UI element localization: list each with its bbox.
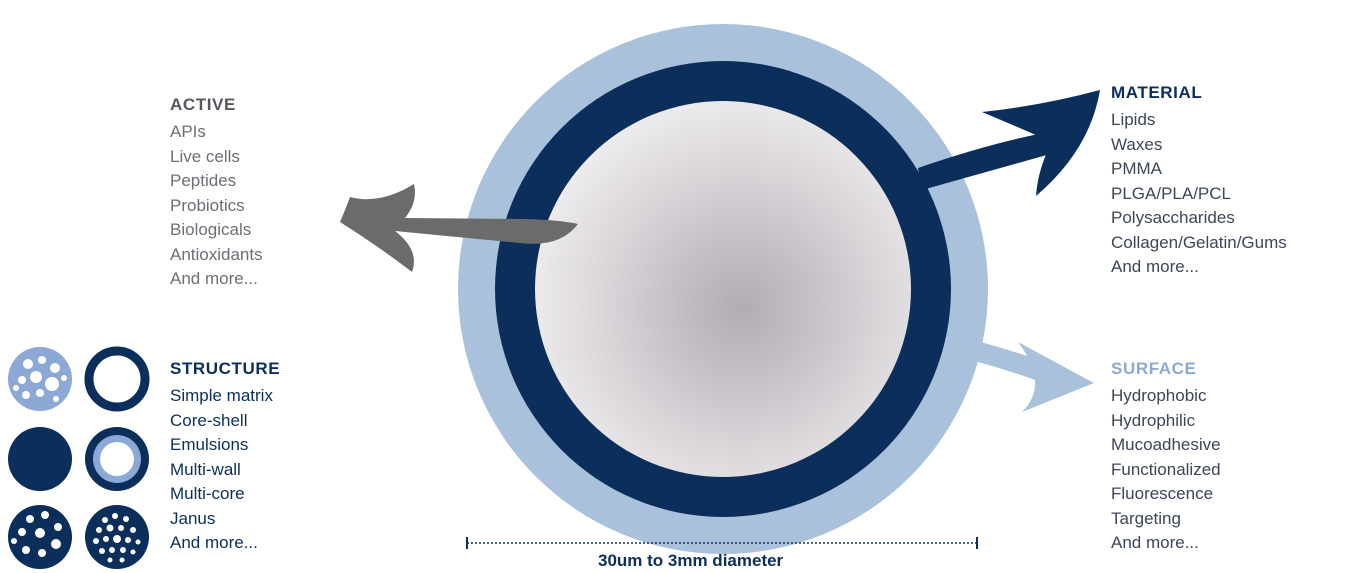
surface-item: Targeting [1111, 507, 1221, 532]
material-item: And more... [1111, 255, 1287, 280]
particle-core [535, 101, 911, 477]
structure-item: Janus [170, 507, 280, 532]
janus-icon [85, 505, 149, 569]
surface-item: And more... [1111, 531, 1221, 556]
multi-core-icon [8, 505, 72, 569]
active-item: Peptides [170, 169, 263, 194]
material-item: PMMA [1111, 157, 1287, 182]
surface-item: Mucoadhesive [1111, 433, 1221, 458]
multi-wall-icon [85, 427, 149, 491]
structure-item: Emulsions [170, 433, 280, 458]
simple-matrix-icon [8, 347, 72, 411]
structure-item: Core-shell [170, 409, 280, 434]
active-heading: ACTIVE [170, 94, 263, 116]
material-section: MATERIAL Lipids Waxes PMMA PLGA/PLA/PCL … [1111, 82, 1287, 280]
material-item: PLGA/PLA/PCL [1111, 182, 1287, 207]
active-item: Probiotics [170, 194, 263, 219]
active-item: Antioxidants [170, 243, 263, 268]
material-item: Waxes [1111, 133, 1287, 158]
active-item: Live cells [170, 145, 263, 170]
active-item: APIs [170, 120, 263, 145]
core-shell-icon [89, 351, 145, 407]
surface-section: SURFACE Hydrophobic Hydrophilic Mucoadhe… [1111, 358, 1221, 556]
structure-icons [8, 347, 149, 569]
active-section: ACTIVE APIs Live cells Peptides Probioti… [170, 94, 263, 292]
surface-item: Hydrophilic [1111, 409, 1221, 434]
emulsion-icon [8, 427, 72, 491]
structure-section: STRUCTURE Simple matrix Core-shell Emuls… [170, 358, 280, 556]
surface-heading: SURFACE [1111, 358, 1221, 380]
active-item: Biologicals [170, 218, 263, 243]
material-item: Lipids [1111, 108, 1287, 133]
structure-item: Multi-core [170, 482, 280, 507]
material-item: Polysaccharides [1111, 206, 1287, 231]
structure-item: Multi-wall [170, 458, 280, 483]
material-item: Collagen/Gelatin/Gums [1111, 231, 1287, 256]
size-range-label: 30um to 3mm diameter [598, 551, 783, 571]
structure-item: And more... [170, 531, 280, 556]
material-heading: MATERIAL [1111, 82, 1287, 104]
structure-heading: STRUCTURE [170, 358, 280, 380]
surface-item: Functionalized [1111, 458, 1221, 483]
active-item: And more... [170, 267, 263, 292]
structure-item: Simple matrix [170, 384, 280, 409]
surface-item: Fluorescence [1111, 482, 1221, 507]
surface-item: Hydrophobic [1111, 384, 1221, 409]
material-arrow [918, 90, 1100, 196]
